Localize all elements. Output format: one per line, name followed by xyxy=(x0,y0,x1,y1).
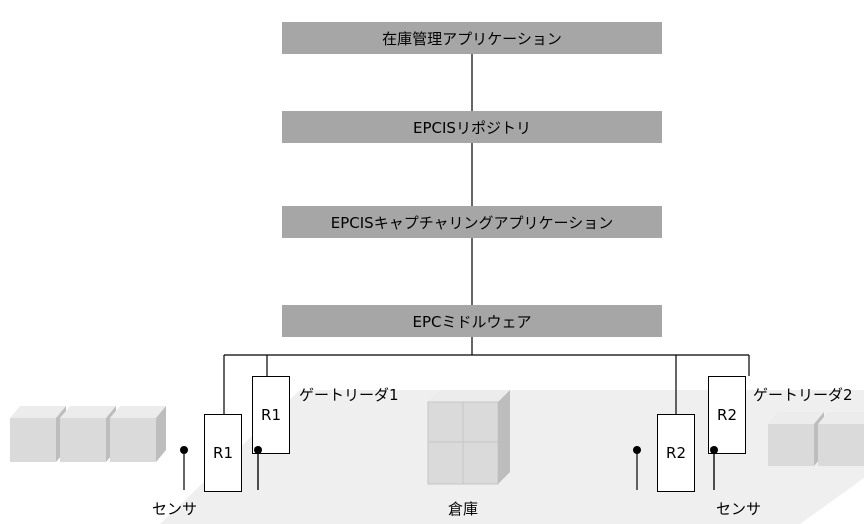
warehouse-label: 倉庫 xyxy=(448,500,479,518)
left-box-stack xyxy=(10,406,166,462)
reader-r1-front: R1 xyxy=(204,414,242,492)
layer-epc-middleware: EPCミドルウェア xyxy=(282,305,662,337)
sensor-label-left: センサ xyxy=(152,500,198,518)
right-box-stack xyxy=(768,412,864,466)
sensor-label-right: センサ xyxy=(716,500,762,518)
sensor-left-1 xyxy=(180,446,188,490)
reader-r2-back: R2 xyxy=(708,376,746,454)
gate-reader-2-label: ゲートリーダ2 xyxy=(753,386,853,404)
reader-r1-back: R1 xyxy=(252,376,290,454)
sensor-right-1 xyxy=(633,446,641,490)
layer-epcis-repository: EPCISリポジトリ xyxy=(282,111,662,143)
reader-r2-front: R2 xyxy=(657,414,695,492)
layer-inventory-app: 在庫管理アプリケーション xyxy=(282,22,662,54)
warehouse-box-stack xyxy=(427,390,510,485)
layer-epcis-capturing-app: EPCISキャプチャリングアプリケーション xyxy=(282,206,662,238)
gate-reader-1-label: ゲートリーダ1 xyxy=(299,386,399,404)
